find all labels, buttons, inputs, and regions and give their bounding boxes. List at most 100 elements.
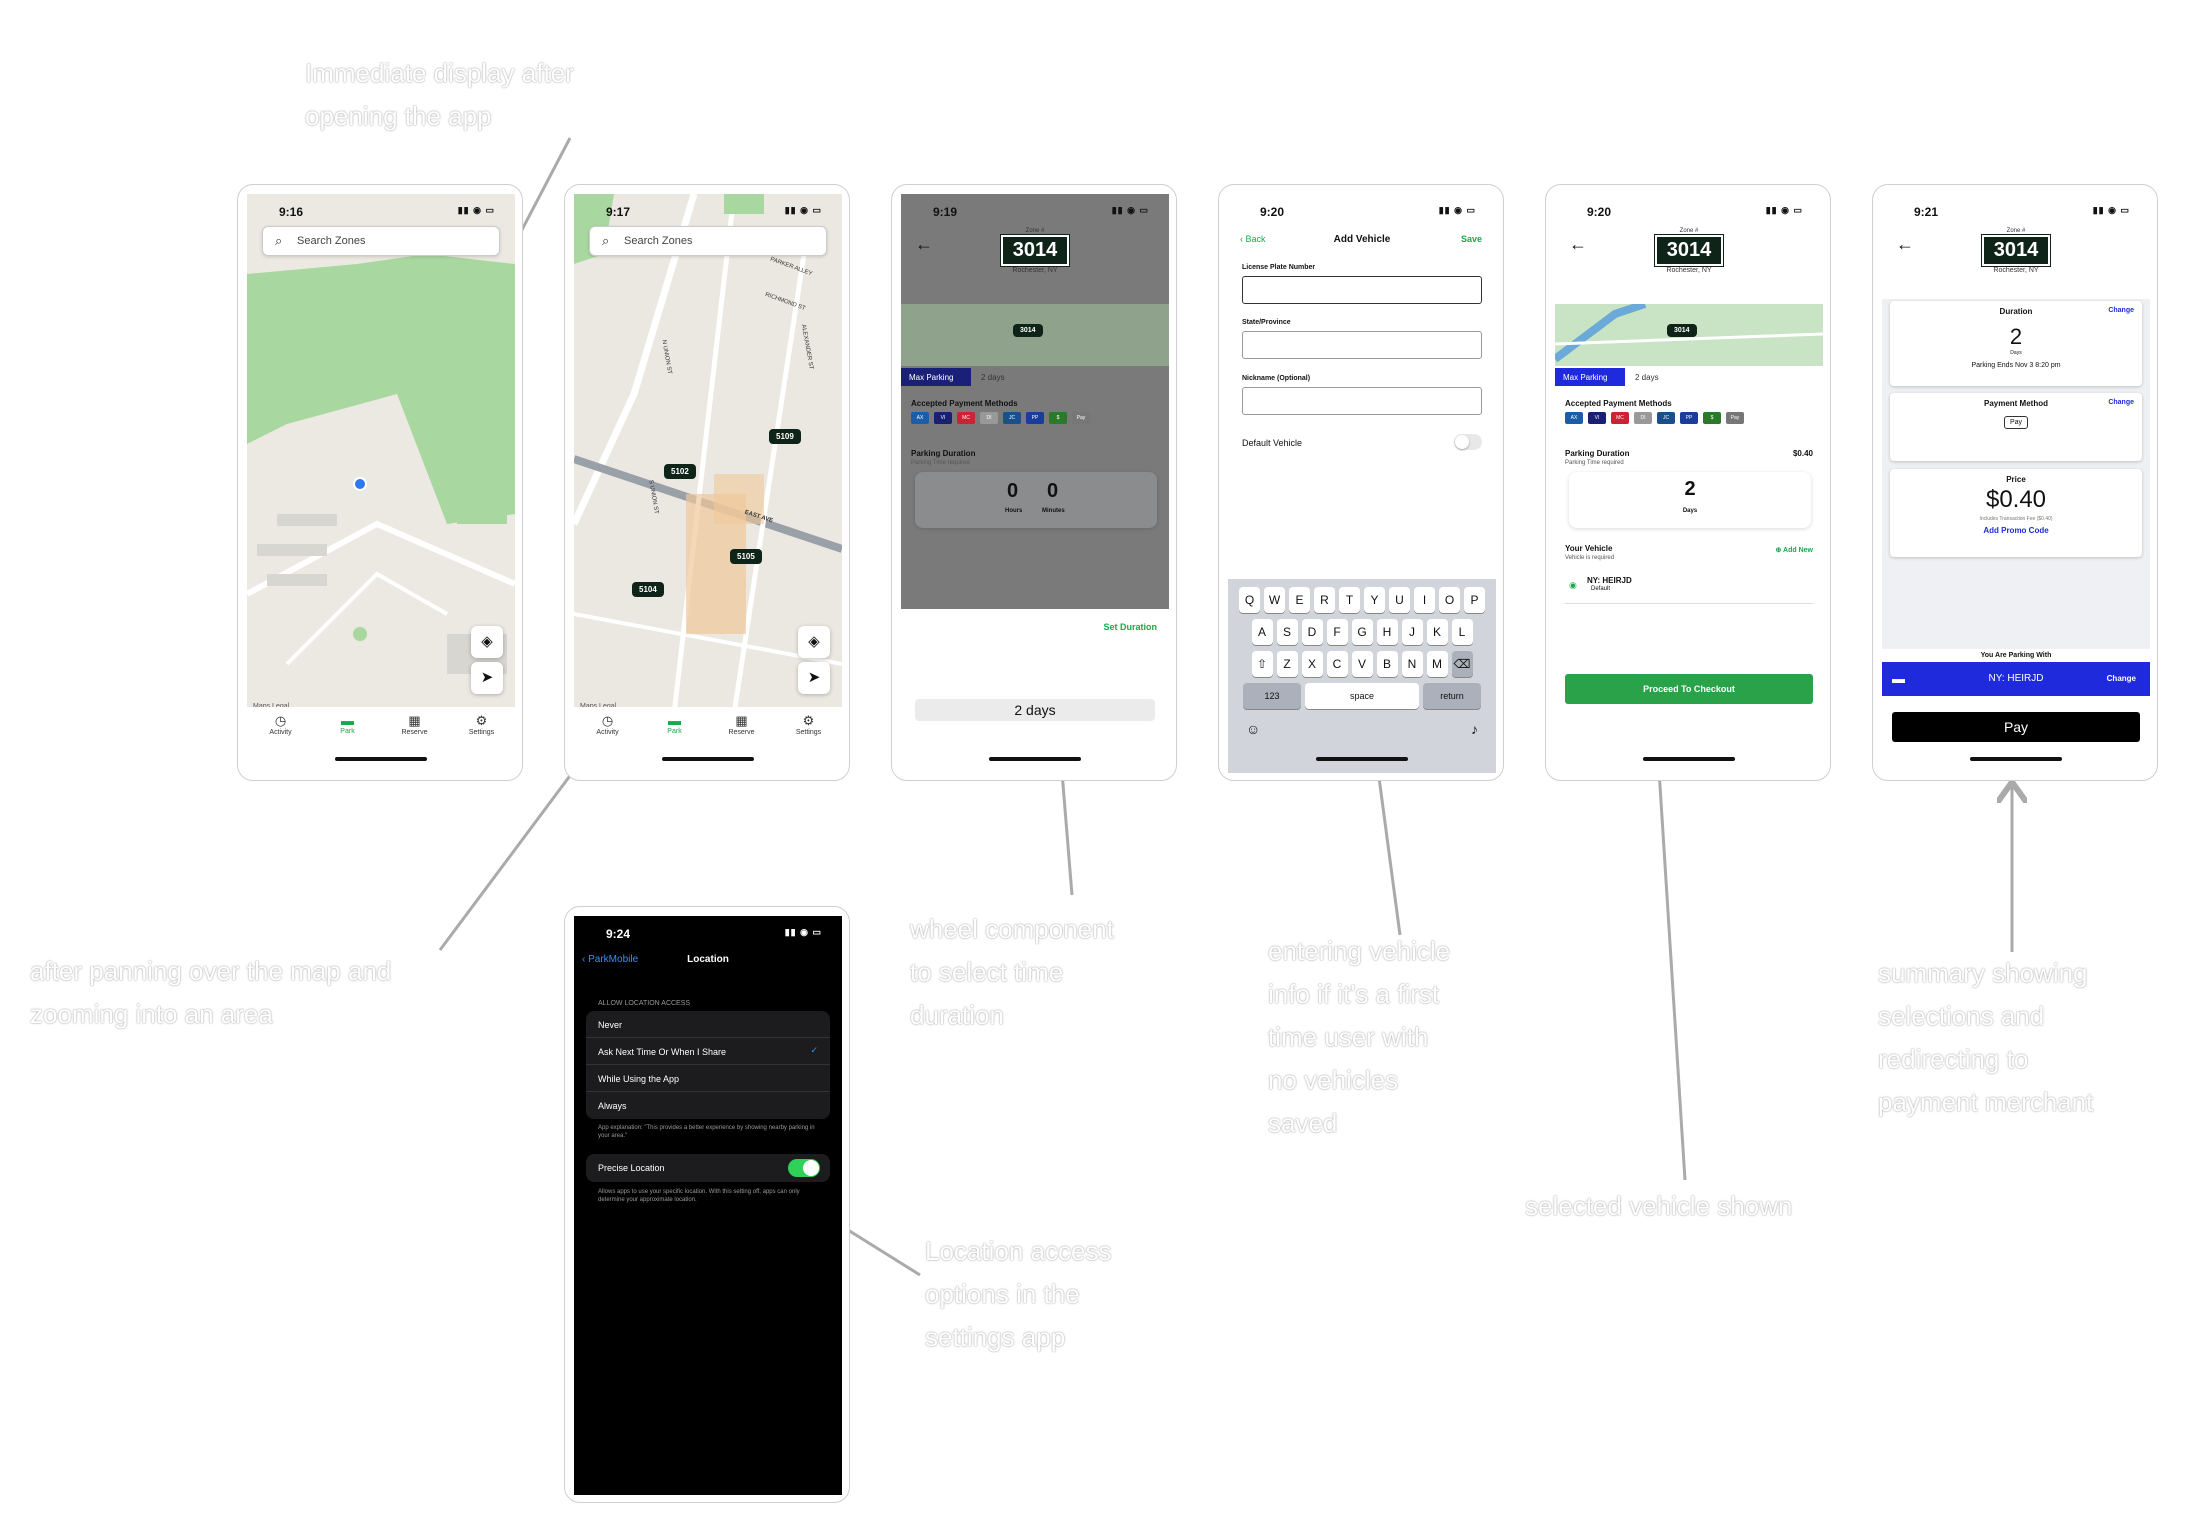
checkout-button[interactable]: Proceed To Checkout bbox=[1565, 674, 1813, 704]
key-q[interactable]: Q bbox=[1239, 587, 1260, 613]
key-h[interactable]: H bbox=[1376, 619, 1398, 645]
key-c[interactable]: C bbox=[1326, 651, 1348, 677]
locate-icon[interactable]: ➤ bbox=[798, 662, 830, 694]
layers-icon[interactable]: ◈ bbox=[798, 626, 830, 658]
key-m[interactable]: M bbox=[1426, 651, 1448, 677]
change-vehicle-link[interactable]: Change bbox=[2106, 674, 2136, 683]
key-f[interactable]: F bbox=[1326, 619, 1348, 645]
phone-screen-add-vehicle: 9:20▮▮ ◉ ▭ ‹ Back Add Vehicle Save Licen… bbox=[1218, 184, 1504, 781]
home-indicator bbox=[662, 757, 754, 761]
annotation-location-access: Location access options in the settings … bbox=[925, 1236, 1112, 1352]
duration-display[interactable]: 0 Hours 0 Minutes bbox=[915, 472, 1157, 528]
precise-location-row[interactable]: Precise Location bbox=[586, 1154, 830, 1182]
chip-max-parking[interactable]: Max Parking bbox=[1555, 368, 1625, 386]
microphone-icon[interactable]: ♪ bbox=[1471, 721, 1478, 737]
chip-max-parking[interactable]: Max Parking bbox=[901, 368, 971, 386]
duration-chips: Max Parking 2 days bbox=[901, 366, 1169, 388]
option-always[interactable]: Always bbox=[598, 1101, 627, 1111]
key-u[interactable]: U bbox=[1389, 587, 1410, 613]
tab-park[interactable]: ▬Park bbox=[318, 707, 378, 747]
option-ask-next-time[interactable]: Ask Next Time Or When I Share✓ bbox=[586, 1038, 830, 1065]
back-arrow-icon[interactable]: ← bbox=[1896, 234, 1914, 254]
add-new-button[interactable]: ⊕ Add New bbox=[1775, 547, 1813, 554]
key-d[interactable]: D bbox=[1301, 619, 1323, 645]
key-return[interactable]: return bbox=[1423, 683, 1481, 709]
key-x[interactable]: X bbox=[1301, 651, 1323, 677]
back-button[interactable]: ‹ ParkMobile bbox=[582, 954, 639, 965]
option-never[interactable]: Never bbox=[586, 1011, 830, 1038]
key-n[interactable]: N bbox=[1401, 651, 1423, 677]
home-indicator bbox=[989, 757, 1081, 761]
key-space[interactable]: space bbox=[1305, 683, 1419, 709]
zone-header: Zone # 3014 Rochester, NY bbox=[1882, 224, 2150, 294]
key-o[interactable]: O bbox=[1439, 587, 1460, 613]
key-l[interactable]: L bbox=[1451, 619, 1473, 645]
key-s[interactable]: S bbox=[1276, 619, 1298, 645]
duration-chips: Max Parking 2 days bbox=[1555, 366, 1823, 388]
annotation-pan-zoom: after panning over the map and zooming i… bbox=[30, 956, 392, 1029]
key-z[interactable]: Z bbox=[1276, 651, 1298, 677]
status-bar: 9:20▮▮ ◉ ▭ bbox=[1260, 205, 1476, 219]
zone-pin[interactable]: 5104 bbox=[632, 582, 664, 597]
gear-icon: ⚙ bbox=[475, 713, 488, 728]
tab-activity[interactable]: ◷Activity bbox=[578, 707, 638, 747]
option-while-using[interactable]: While Using the App bbox=[586, 1065, 830, 1092]
zone-pin[interactable]: 5109 bbox=[769, 429, 801, 444]
nickname-input[interactable] bbox=[1242, 387, 1482, 415]
license-plate-input[interactable] bbox=[1242, 276, 1482, 304]
apple-pay-button[interactable]: Pay bbox=[1892, 712, 2140, 742]
clock-icon: ◷ bbox=[601, 713, 614, 728]
shift-icon[interactable]: ⇧ bbox=[1251, 651, 1273, 677]
chip-2-days[interactable]: 2 days bbox=[981, 373, 1005, 382]
add-promo-code-link[interactable]: Add Promo Code bbox=[1983, 526, 2049, 535]
tab-activity[interactable]: ◷Activity bbox=[251, 707, 311, 747]
default-vehicle-toggle[interactable] bbox=[1454, 434, 1482, 450]
change-payment-link[interactable]: Change bbox=[2108, 399, 2134, 406]
tab-settings[interactable]: ⚙Settings bbox=[452, 707, 512, 747]
key-a[interactable]: A bbox=[1251, 619, 1273, 645]
calendar-icon: ▦ bbox=[408, 713, 421, 728]
backspace-icon[interactable]: ⌫ bbox=[1451, 651, 1473, 677]
save-button[interactable]: Save bbox=[1460, 234, 1482, 244]
tab-park[interactable]: ▬Park bbox=[645, 707, 705, 747]
back-button[interactable]: ‹ Back bbox=[1240, 234, 1266, 244]
layers-icon[interactable]: ◈ bbox=[471, 626, 503, 658]
map-view[interactable]: 5102 5109 5105 5104 EAST AVE S UNION ST … bbox=[574, 194, 842, 714]
state-input[interactable] bbox=[1242, 331, 1482, 359]
locate-icon[interactable]: ➤ bbox=[471, 662, 503, 694]
tab-reserve[interactable]: ▦Reserve bbox=[385, 707, 445, 747]
duration-display[interactable]: 2 Days bbox=[1569, 472, 1811, 528]
key-j[interactable]: J bbox=[1401, 619, 1423, 645]
change-duration-link[interactable]: Change bbox=[2108, 307, 2134, 314]
price-card: Price $0.40 Includes Transaction Fee ($0… bbox=[1890, 469, 2142, 557]
search-input[interactable]: ⌕Search Zones bbox=[589, 226, 827, 256]
zone-header: Zone # 3014 Rochester, NY bbox=[901, 224, 1169, 294]
search-input[interactable]: ⌕Search Zones bbox=[262, 226, 500, 256]
key-b[interactable]: B bbox=[1376, 651, 1398, 677]
key-r[interactable]: R bbox=[1314, 587, 1335, 613]
key-123[interactable]: 123 bbox=[1243, 683, 1301, 709]
zone-pin[interactable]: 5105 bbox=[730, 549, 762, 564]
key-k[interactable]: K bbox=[1426, 619, 1448, 645]
duration-wheel[interactable]: 2 days bbox=[915, 699, 1155, 721]
precise-location-toggle[interactable] bbox=[788, 1159, 820, 1177]
key-e[interactable]: E bbox=[1289, 587, 1310, 613]
key-v[interactable]: V bbox=[1351, 651, 1373, 677]
emoji-icon[interactable]: ☺ bbox=[1246, 721, 1261, 737]
vehicle-row[interactable]: ◉ NY: HEIRJD Default bbox=[1565, 574, 1813, 604]
set-duration-button[interactable]: Set Duration bbox=[1103, 622, 1157, 632]
tab-settings[interactable]: ⚙Settings bbox=[779, 707, 839, 747]
key-t[interactable]: T bbox=[1339, 587, 1360, 613]
key-i[interactable]: I bbox=[1414, 587, 1435, 613]
back-arrow-icon[interactable]: ← bbox=[1569, 234, 1587, 254]
chip-2-days[interactable]: 2 days bbox=[1635, 373, 1659, 382]
key-w[interactable]: W bbox=[1264, 587, 1285, 613]
zone-number: 3014 bbox=[1980, 234, 2052, 267]
key-y[interactable]: Y bbox=[1364, 587, 1385, 613]
key-p[interactable]: P bbox=[1464, 587, 1485, 613]
back-arrow-icon[interactable]: ← bbox=[915, 234, 933, 254]
zone-pin[interactable]: 5102 bbox=[664, 464, 696, 479]
key-g[interactable]: G bbox=[1351, 619, 1373, 645]
tab-reserve[interactable]: ▦Reserve bbox=[712, 707, 772, 747]
